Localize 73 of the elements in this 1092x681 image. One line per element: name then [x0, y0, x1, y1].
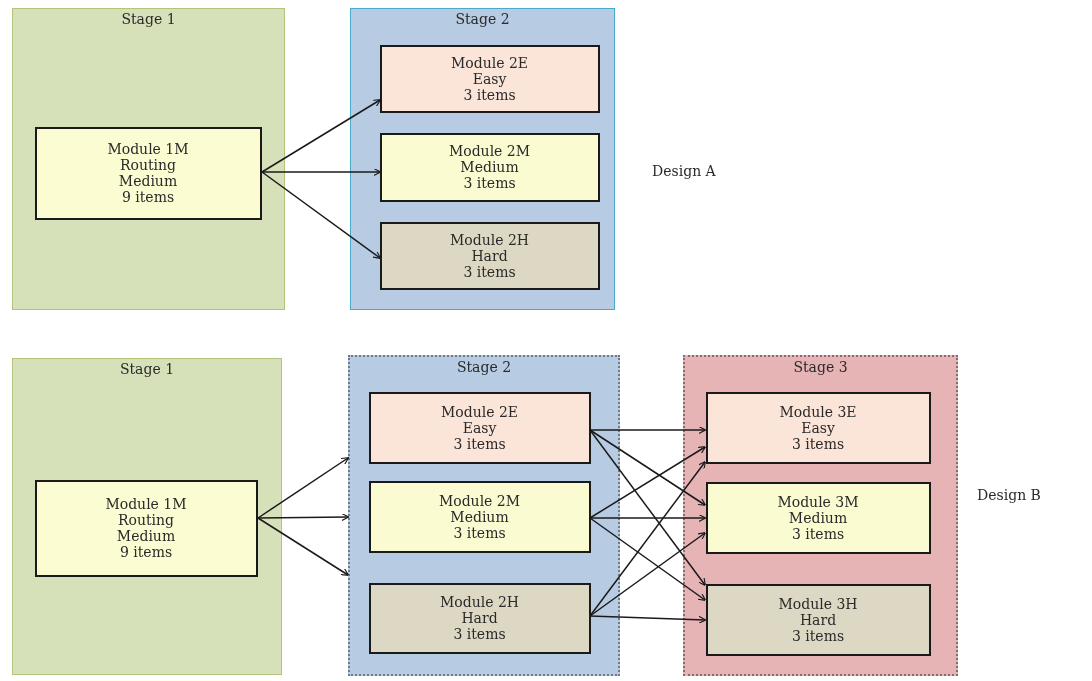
module-text-line: Hard — [799, 611, 837, 628]
stage-title: Stage 3 — [792, 359, 849, 375]
arrow — [257, 513, 350, 522]
module-box — [705, 481, 931, 554]
stage-panel — [683, 355, 958, 676]
module-text-line: Routing — [119, 157, 177, 173]
module-box — [379, 44, 600, 113]
module-text-line: Easy — [801, 419, 835, 436]
module-text-line: 3 items — [791, 627, 845, 644]
arrow — [257, 517, 350, 576]
module-text-line: Module 2E — [440, 403, 519, 420]
stage-panel — [348, 355, 620, 676]
module-text-line: Easy — [472, 70, 507, 87]
module-text-line: Medium — [118, 173, 178, 189]
module-box — [368, 480, 591, 553]
design-label: Design A — [652, 163, 716, 179]
module-text-line: Module 2H — [439, 594, 520, 610]
arrow — [589, 615, 707, 624]
module-text-line: 3 items — [791, 525, 845, 542]
module-box — [34, 126, 262, 220]
arrow — [589, 446, 707, 519]
module-text-line: Module 2M — [438, 492, 521, 509]
module-text-line: Module 1M — [105, 496, 187, 512]
module-text-line: Module 3H — [778, 595, 858, 612]
module-box — [379, 221, 600, 290]
module-text-line: 3 items — [463, 175, 516, 191]
stage-title: Stage 2 — [455, 359, 513, 375]
arrow — [589, 429, 707, 506]
module-text-line: Module 1M — [107, 141, 189, 157]
module-text-line: Hard — [471, 247, 508, 264]
module-text-line: 3 items — [463, 263, 516, 280]
module-text-line: Module 3M — [777, 493, 859, 510]
module-box — [34, 479, 258, 577]
module-text-line: Module 2E — [450, 54, 529, 71]
arrow — [589, 517, 707, 601]
module-text-line: Module 2M — [448, 143, 531, 159]
module-text-line: Module 3E — [779, 403, 857, 420]
module-box — [705, 391, 931, 464]
module-text-line: 9 items — [121, 189, 175, 205]
module-box — [368, 582, 591, 654]
stage-panel — [350, 8, 615, 310]
module-text-line: 9 items — [119, 544, 173, 560]
module-text-line: Routing — [117, 512, 175, 528]
module-box — [368, 391, 591, 464]
stage-title: Stage 1 — [118, 361, 176, 377]
module-text-line: Hard — [461, 610, 498, 626]
arrow — [589, 513, 707, 523]
module-box — [705, 583, 931, 656]
arrow — [261, 171, 382, 259]
module-text-line: 3 items — [453, 435, 506, 452]
module-box — [379, 132, 600, 202]
module-text-line: 3 items — [453, 626, 506, 642]
module-text-line: Medium — [460, 159, 519, 175]
stage-title: Stage 2 — [454, 11, 511, 27]
arrow — [589, 429, 706, 587]
stage-title: Stage 1 — [120, 11, 177, 27]
module-text-line: Medium — [116, 528, 176, 544]
module-text-line: 3 items — [463, 86, 516, 103]
arrow — [261, 99, 382, 173]
stage-panel — [12, 8, 285, 310]
design-label: Design B — [977, 487, 1041, 503]
module-text-line: Medium — [788, 509, 848, 526]
module-text-line: 3 items — [453, 524, 506, 541]
arrow — [589, 460, 706, 617]
arrow — [257, 457, 350, 519]
module-text-line: Medium — [450, 508, 509, 525]
arrow — [589, 425, 707, 435]
arrow — [589, 532, 707, 617]
arrow — [261, 167, 382, 177]
stage-panel — [12, 358, 282, 675]
module-text-line: Module 2H — [449, 231, 530, 248]
module-text-line: 3 items — [791, 435, 845, 452]
module-text-line: Easy — [462, 419, 497, 436]
